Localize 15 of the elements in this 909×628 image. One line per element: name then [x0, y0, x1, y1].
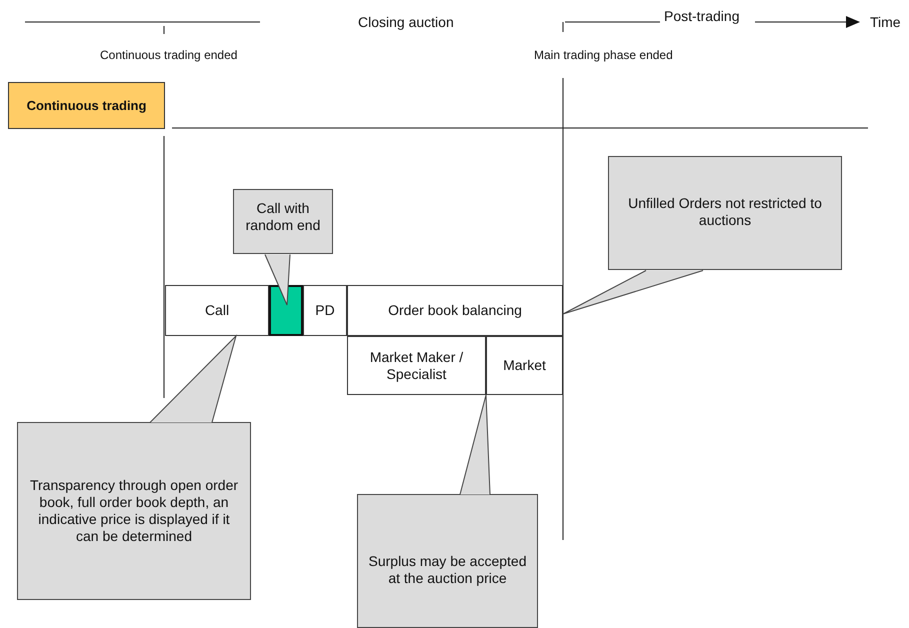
timeline-label: Closing auction	[358, 14, 454, 30]
process-box: PD	[303, 285, 347, 336]
callout-box: Surplus may be accepted at the auction price	[357, 494, 538, 628]
process-box: Market Maker / Specialist	[347, 336, 486, 395]
milestone-label: Continuous trading ended	[100, 48, 238, 62]
process-box	[269, 285, 303, 336]
timeline-label: Time	[870, 14, 901, 30]
process-box: Order book balancing	[347, 285, 563, 336]
phase-box: Continuous trading	[8, 82, 165, 129]
process-box: Call	[165, 285, 269, 336]
callout-box: Transparency through open order book, full order book depth, an indicative price is displayed if it can be determined	[17, 422, 251, 600]
milestone-label: Main trading phase ended	[534, 48, 673, 62]
callout-box: Call with random end	[233, 189, 333, 254]
process-box: Market	[486, 336, 563, 395]
timeline-label: Post-trading	[664, 8, 740, 24]
